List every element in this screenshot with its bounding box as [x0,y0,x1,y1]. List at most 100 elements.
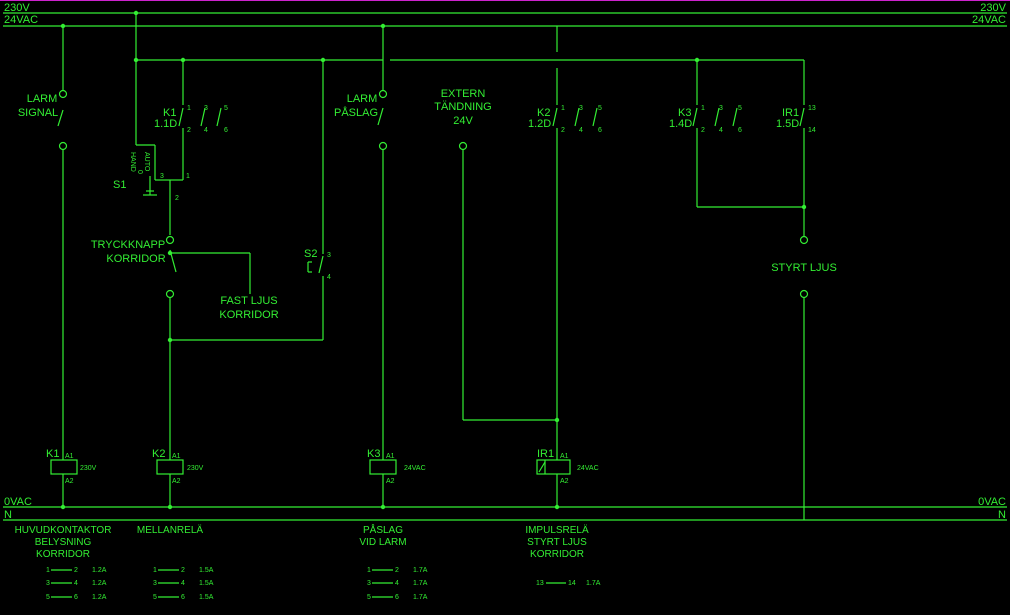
rail-label-n-left: N [4,509,12,521]
fast-ljus-label-1: FAST LJUS [220,295,277,307]
contact-table-k3: 1 2 1.7A 3 4 1.7A 5 6 1.7A [367,567,428,601]
trycknapp-label-1: TRYCKKNAPP [91,239,165,251]
contact-table-k2: 1 2 1.5A 3 4 1.5A 5 6 1.5A [153,567,214,601]
feeder-230v [133,13,804,181]
pin-label: 13 [808,105,816,112]
ir1-contact-ref: 1.5D [776,118,799,130]
contact-table-ir1: 13 14 1.7A [536,580,601,587]
k2-contacts [552,26,598,507]
extern-label-3: 24V [453,115,473,127]
coil-k3: K3 A1 A2 24VAC [367,448,426,485]
s1-zero-label: 0 [136,170,143,174]
pin-label: 6 [738,127,742,134]
desc-ir1-2: STYRT LJUS [527,537,587,548]
ir1-contact-name: IR1 [782,107,799,119]
pin-label: A2 [560,478,569,485]
larm-signal-label-2: SIGNAL [18,107,58,119]
contact-pin: 6 [181,594,185,601]
desc-ir1-3: KORRIDOR [530,549,584,560]
pin-label: 1 [187,105,191,112]
pin-label: 6 [598,127,602,134]
rail-label-230v-left: 230V [4,2,30,14]
contact-ref: 1.7A [413,594,428,601]
contact-pin: 4 [74,580,78,587]
pin-label: 2 [187,127,191,134]
desc-k1-1: HUVUDKONTAKTOR [15,525,112,536]
contact-pin: 1 [153,567,157,574]
pin-label: 4 [719,127,723,134]
k3-contact-name: K3 [678,107,691,119]
s1-name: S1 [113,179,126,191]
s2-name: S2 [304,248,317,260]
s1-auto-label: AUTO [143,152,150,172]
rail-label-0vac-left: 0VAC [4,496,32,508]
contact-ref: 1.2A [92,567,107,574]
coil-ir1: IR1 A1 A2 24VAC [536,448,599,485]
contact-pin: 6 [74,594,78,601]
contact-ref: 1.7A [413,567,428,574]
pin-label: 1 [561,105,565,112]
contact-ref: 1.5A [199,580,214,587]
desc-k3-1: PÅSLAG [363,523,403,536]
extern-tandning [458,141,560,423]
contact-pin: 1 [367,567,371,574]
trycknapp-korridor [165,235,323,460]
contact-pin: 5 [46,594,50,601]
k2-contact-ref: 1.2D [528,118,551,130]
k3-ir1-contacts [692,60,809,520]
rail-label-24vac-right: 24VAC [972,14,1006,26]
contact-pin: 4 [395,580,399,587]
pin-label: 1 [701,105,705,112]
contact-pin: 6 [395,594,399,601]
k1-contact-name: K1 [163,107,176,119]
pin-label: A2 [172,478,181,485]
contact-pin: 4 [181,580,185,587]
rail-label-0vac-right: 0VAC [978,496,1006,508]
rail-label-230v-right: 230V [980,2,1006,14]
k2-contact-name: K2 [537,107,550,119]
pin-label: A1 [172,453,181,460]
k1-contact-ref: 1.1D [154,118,177,130]
contact-ref: 1.5A [199,594,214,601]
contact-pin: 14 [568,580,576,587]
pin-label: 6 [224,127,228,134]
pin-label: 3 [160,173,164,180]
desc-k1-3: KORRIDOR [36,549,90,560]
k1-contacts [178,60,222,172]
extern-label-2: TÄNDNING [434,101,491,113]
pin-label: 3 [579,105,583,112]
branch-larm-paslag [377,26,388,507]
pin-label: 1 [186,173,190,180]
pin-label: 3 [719,105,723,112]
coil-voltage: 24VAC [577,465,599,472]
pin-label: 4 [327,274,331,281]
pin-label: A2 [386,478,395,485]
pin-label: 2 [175,195,179,202]
contact-ref: 1.7A [413,580,428,587]
pin-label: A1 [386,453,395,460]
contact-pin: 3 [367,580,371,587]
rail-label-n-right: N [998,509,1006,521]
pin-label: 5 [224,105,228,112]
larm-paslag-label-1: LARM [347,93,378,105]
rail-label-24vac-left: 24VAC [4,14,38,26]
contact-pin: 2 [74,567,78,574]
coil-k2: K2 A1 A2 230V [152,448,204,507]
desc-ir1-1: IMPULSRELÄ [525,524,589,536]
coil-voltage: 24VAC [404,465,426,472]
styrt-ljus-label: STYRT LJUS [771,262,837,274]
coil-name: K2 [152,448,165,460]
pin-label: 5 [738,105,742,112]
pin-label: 14 [808,127,816,134]
contact-pin: 3 [46,580,50,587]
contact-ref: 1.5A [199,567,214,574]
coil-name: K3 [367,448,380,460]
k3-contact-ref: 1.4D [669,118,692,130]
pin-label: 2 [561,127,565,134]
contact-pin: 3 [153,580,157,587]
contact-pin: 5 [153,594,157,601]
contact-ref: 1.2A [92,594,107,601]
larm-paslag-label-2: PÅSLAG [334,106,378,119]
coil-voltage: 230V [80,465,97,472]
